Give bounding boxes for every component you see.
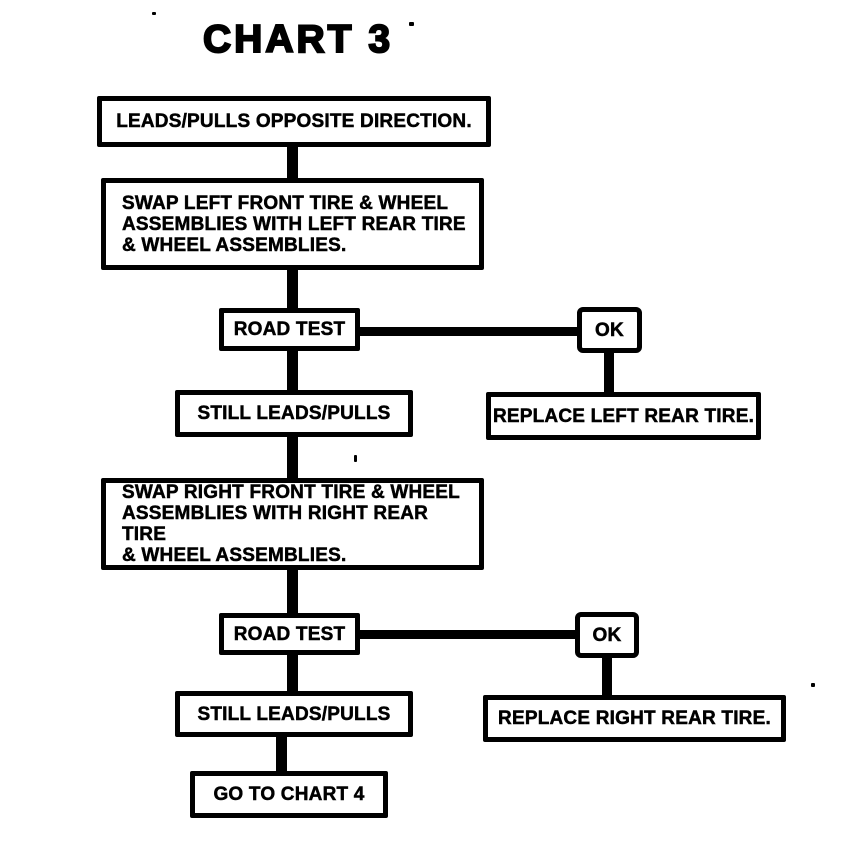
flow-node-ok-1: OK — [577, 307, 642, 353]
flow-node-road-test-1: ROAD TEST — [219, 308, 360, 351]
flow-node-replace-left-rear-tire: REPLACE LEFT REAR TIRE. — [486, 392, 761, 440]
flow-node-leads-pulls-opposite-direction: LEADS/PULLS OPPOSITE DIRECTION. — [97, 96, 491, 147]
flow-node-replace-right-rear-tire: REPLACE RIGHT REAR TIRE. — [483, 695, 786, 742]
flow-node-still-leads-pulls-1: STILL LEADS/PULLS — [175, 390, 413, 437]
connector-leads-to-swap-left — [287, 145, 298, 180]
flow-node-still-leads-pulls-2: STILL LEADS/PULLS — [175, 691, 413, 737]
connector-swap-right-to-road-test-2 — [287, 568, 298, 615]
connector-road-test-1-to-still-1 — [287, 349, 298, 392]
flow-node-swap-left-front-tire: SWAP LEFT FRONT TIRE & WHEEL ASSEMBLIES … — [101, 178, 484, 270]
connector-ok-2-to-replace-right — [602, 656, 612, 697]
connector-still-1-to-swap-right — [287, 435, 298, 480]
connector-ok-1-to-replace-left — [604, 351, 614, 394]
flow-node-ok-2: OK — [575, 612, 639, 658]
connector-road-test-1-to-ok-1 — [356, 327, 580, 336]
flow-node-goto-chart-4: GO TO CHART 4 — [190, 771, 388, 818]
page-title: CHART 3 — [202, 17, 394, 62]
scan-speck — [811, 683, 815, 687]
connector-swap-left-to-road-test-1 — [287, 268, 298, 310]
scan-speck — [409, 22, 414, 26]
connector-still-2-to-goto-chart-4 — [276, 735, 287, 773]
connector-road-test-2-to-ok-2 — [356, 630, 577, 639]
flow-node-road-test-2: ROAD TEST — [219, 613, 360, 655]
flow-node-swap-right-front-tire: SWAP RIGHT FRONT TIRE & WHEEL ASSEMBLIES… — [101, 478, 484, 570]
scan-speck — [152, 12, 156, 15]
scan-speck — [354, 455, 357, 462]
connector-road-test-2-to-still-2 — [287, 653, 298, 693]
